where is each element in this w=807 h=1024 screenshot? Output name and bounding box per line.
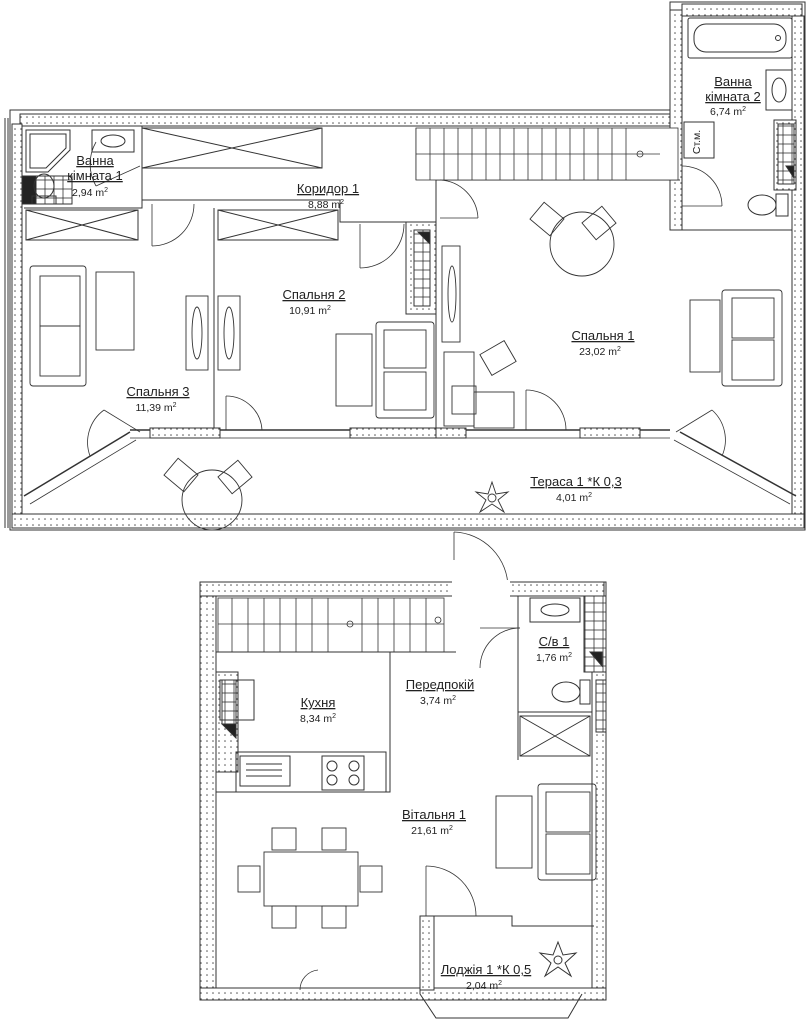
bed1-furniture: [441, 201, 783, 429]
wall-right: [791, 15, 805, 517]
bath2-fixtures: [683, 17, 793, 217]
hall-wardrobe: [519, 715, 591, 757]
bath1-name-line1: Ванна: [76, 153, 114, 168]
upper-stairs: [415, 127, 679, 181]
upper-doors: [87, 141, 726, 589]
terrace-furniture: [163, 457, 510, 531]
wardrobe-tag: Ст.м.: [691, 130, 703, 154]
wall-left: [11, 123, 23, 521]
terrace-area: 4,01 m2: [556, 492, 592, 504]
loggia-name: Лоджія 1 *К 0,5: [441, 962, 531, 977]
bay-left: [23, 431, 131, 497]
bed3-area: 11,39 m2: [135, 402, 176, 414]
terrace-name: Тераса 1 *К 0,3: [530, 474, 621, 489]
wall-bottom: [11, 513, 805, 529]
bed2-area: 10,91 m2: [289, 305, 331, 317]
room-labels: Ванна кімната 1 2,94 m2 Ванна кімната 2 …: [67, 74, 761, 992]
bath2-name-line1: Ванна: [714, 74, 752, 89]
upper-floor: [4, 1, 806, 589]
terrace-plant: [474, 480, 510, 514]
loggia-outline: [419, 915, 594, 1019]
facade-wall-seg1: [149, 427, 221, 439]
bath1-area: 2,94 m2: [72, 187, 108, 199]
bed2-name: Спальня 2: [282, 287, 345, 302]
entry-gap: [452, 580, 510, 598]
lower-doors: [299, 627, 521, 991]
bed3-furniture: [29, 265, 209, 387]
wall-bath2-left: [669, 9, 683, 231]
kitchen-area: 8,34 m2: [300, 713, 336, 725]
lower-floor: [199, 580, 607, 1019]
wall-bath2-top: [681, 3, 803, 17]
kitchen-fixtures: [215, 671, 387, 793]
loggia-plant: [538, 940, 578, 978]
bed3-name: Спальня 3: [126, 384, 189, 399]
living-area: 21,61 m2: [411, 825, 453, 837]
partition-corridor-bottom: [142, 199, 436, 223]
vent-shaft-bed2: [405, 221, 437, 315]
corridor-wardrobe: [141, 127, 323, 169]
wc-name: С/в 1: [539, 634, 570, 649]
loggia-area: 2,04 m2: [466, 980, 502, 992]
vent-shaft-bath1: [21, 175, 73, 205]
bath2-area: 6,74 m2: [710, 106, 746, 118]
wc-fixtures: [529, 595, 607, 733]
bath1-name-line2: кімната 1: [67, 168, 123, 183]
bed2-wardrobe: [217, 209, 339, 241]
wall-top: [19, 113, 671, 127]
bath2-name-line2: кімната 2: [705, 89, 761, 104]
hall-name: Передпокій: [406, 677, 474, 692]
bath1-fixtures: [25, 129, 135, 205]
bed2-furniture: [217, 295, 435, 419]
lower-stairs: [217, 597, 445, 653]
living-name: Вітальня 1: [402, 807, 466, 822]
bed3-wardrobe: [25, 209, 139, 241]
bed1-name: Спальня 1: [571, 328, 634, 343]
kitchen-name: Кухня: [301, 695, 336, 710]
bed1-area: 23,02 m2: [579, 346, 621, 358]
vent-shaft-bath2: [773, 119, 797, 191]
bay-right: [679, 431, 797, 497]
corridor-area: 8,88 m2: [308, 199, 344, 211]
living-furniture: [237, 783, 597, 929]
corridor-name: Коридор 1: [297, 181, 359, 196]
hall-area: 3,74 m2: [420, 695, 456, 707]
wc-area: 1,76 m2: [536, 652, 572, 664]
